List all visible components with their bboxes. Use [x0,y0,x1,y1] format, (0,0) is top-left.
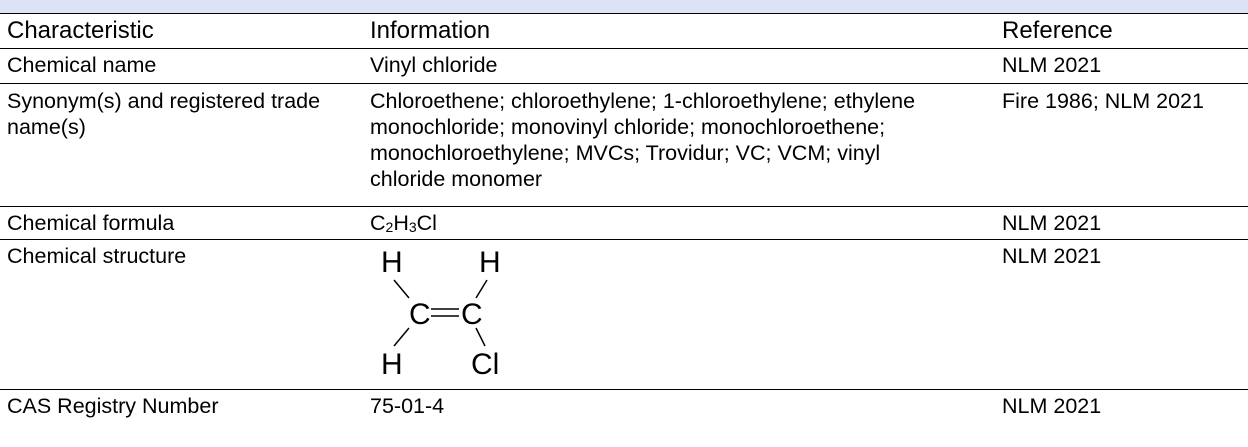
atom-cl-bottom-right: Cl [471,348,499,381]
atom-c-left: C [409,298,431,331]
table-row: Chemical formula C2H3Cl NLM 2021 [0,206,1248,240]
cell-reference: NLM 2021 [995,239,1248,390]
cell-reference: NLM 2021 [995,48,1248,84]
formula-chlorine: Cl [416,211,437,235]
atom-h-bottom-left: H [381,348,403,381]
table-row: CAS Registry Number 75-01-4 NLM 2021 [0,390,1248,424]
header-band [0,0,1248,14]
bond-h-c-top-left [393,279,410,299]
header-row: Characteristic Information Reference [0,14,1248,49]
formula-hydrogen: H [393,211,409,235]
formula-hydrogen-count: 3 [408,219,417,235]
atom-h-top-left: H [381,246,403,279]
header-characteristic: Characteristic [0,14,363,49]
table-body: Chemical name Vinyl chloride NLM 2021 Sy… [0,48,1248,424]
atom-c-right: C [461,298,483,331]
cell-characteristic: Synonym(s) and registered trade name(s) [0,83,363,207]
formula-carbon-count: 2 [385,219,394,235]
cell-reference: NLM 2021 [995,206,1248,240]
header-information: Information [363,14,995,49]
formula-carbon: C [370,211,386,235]
cell-reference: NLM 2021 [1002,394,1102,418]
cell-information: Chloroethene; chloroethylene; 1-chloroet… [363,83,995,207]
chemical-structure: H H C C H Cl [363,239,995,390]
table-row: Chemical structure H H C C H Cl NLM [0,239,1248,390]
bond-c-h-bottom-left [393,327,410,347]
table-header: Characteristic Information Reference [0,14,1248,49]
cell-characteristic: Chemical formula [0,206,363,240]
table-row: Synonym(s) and registered trade name(s) … [0,83,1248,207]
cell-characteristic: Chemical structure [0,239,363,390]
table-row: Chemical name Vinyl chloride NLM 2021 [0,48,1248,84]
structure-diagram: H H C C H Cl [381,246,501,381]
chemical-identity-table: Characteristic Information Reference Che… [0,14,1248,424]
cell-information: Vinyl chloride [363,48,995,84]
chemical-formula: C2H3Cl [363,206,995,240]
cell-information: 75-01-4 [370,394,445,418]
cell-reference: Fire 1986; NLM 2021 [995,83,1248,207]
atom-h-top-right: H [479,246,501,279]
bond-c-cl-bottom-right [475,327,486,347]
header-reference: Reference [995,14,1248,49]
cell-characteristic: CAS Registry Number [7,394,219,418]
cell-characteristic: Chemical name [0,48,363,84]
bond-h-c-top-right [475,279,488,299]
